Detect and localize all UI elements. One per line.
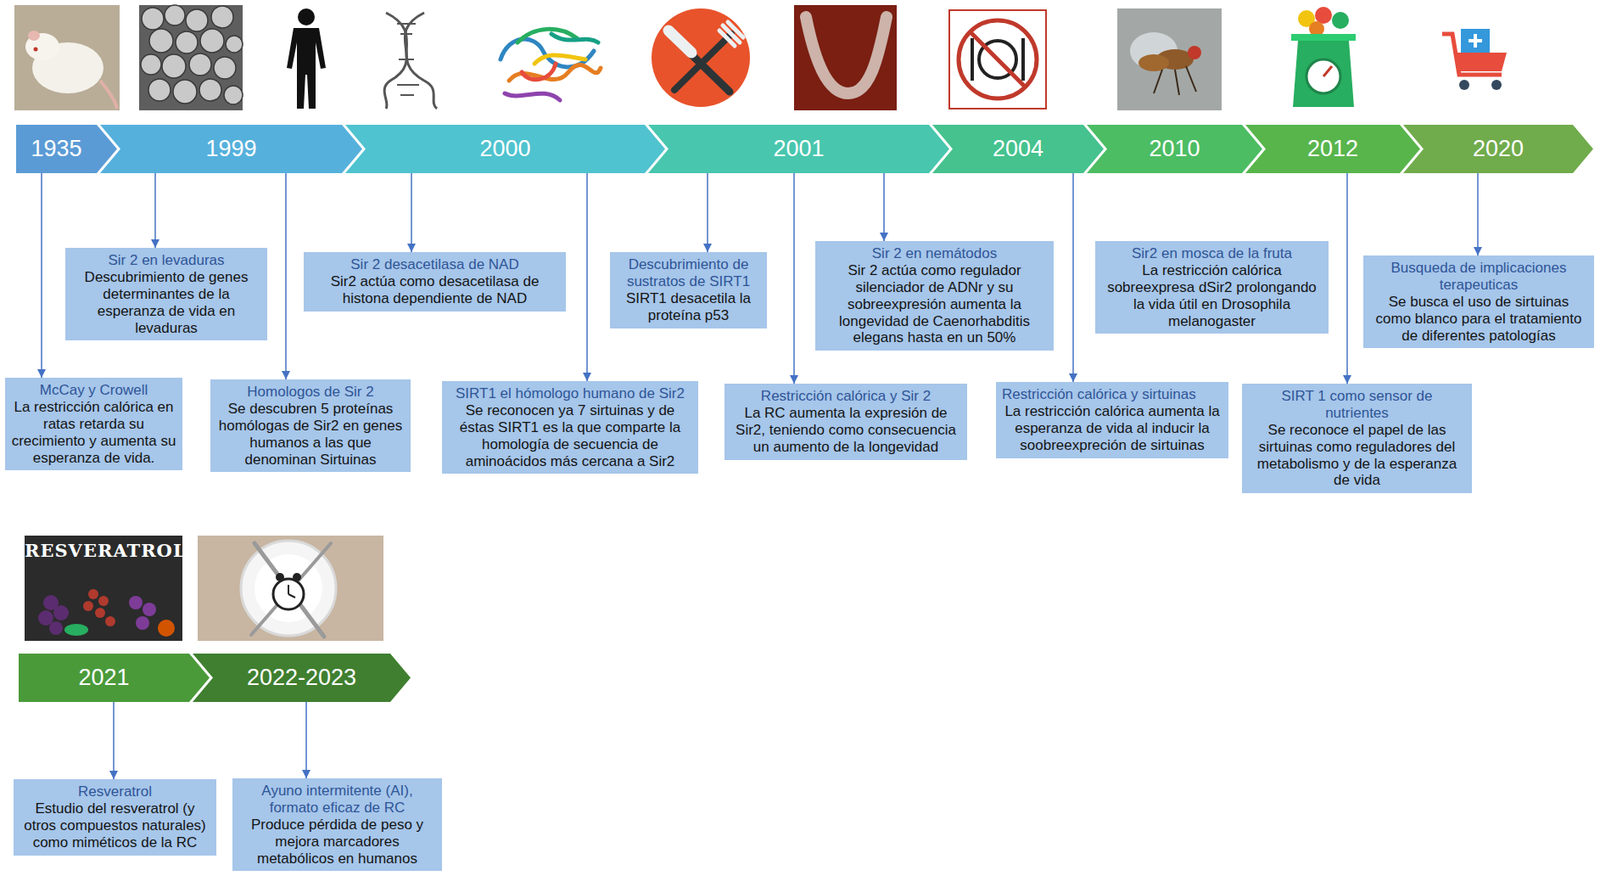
event-text: Se busca el uso de sirtuinas como blanco… — [1369, 293, 1589, 345]
event-text: Descubrimiento de genes determinantes de… — [71, 268, 262, 337]
year-label: 2012 — [1307, 135, 1359, 163]
year-band: 2012 — [1245, 124, 1421, 174]
chevron-fill — [1086, 124, 1263, 174]
year-band: 2001 — [648, 124, 950, 174]
cart-icon — [1442, 28, 1507, 90]
event-text: SIRT1 desacetila la proteína p53 — [615, 290, 761, 325]
year-band: 2021 — [18, 653, 210, 702]
event-heading: Ayuno intermitente (AI), formato eficaz … — [238, 782, 437, 817]
leader-arrow — [1346, 173, 1349, 384]
event-heading: Busqueda de implicaciones terapeuticas — [1369, 259, 1589, 294]
year-band: 2010 — [1086, 124, 1263, 174]
year-label: 2020 — [1472, 135, 1524, 163]
leader-arrow — [305, 701, 308, 778]
event-text: Se reconocen ya 7 sirtuinas y de éstas S… — [447, 402, 693, 470]
event-text: Sir 2 actúa como regulador silenciador d… — [821, 262, 1048, 347]
event-text: Se reconoce el papel de las sirtuinas co… — [1247, 421, 1466, 490]
chevron-fill — [18, 653, 210, 702]
event-box: Sir2 en mosca de la frutaLa restricción … — [1095, 240, 1329, 334]
event-heading: Descubrimiento de sustratos de SIRT1 — [615, 256, 761, 291]
year-label: 2022-2023 — [246, 664, 357, 691]
leader-arrow — [112, 701, 115, 779]
leader-arrow — [1072, 173, 1075, 382]
event-text: La restricción calórica en ratas retarda… — [11, 398, 177, 467]
event-box: Sir 2 en nemátodosSir 2 actúa como regul… — [815, 240, 1054, 351]
event-box: Ayuno intermitente (AI), formato eficaz … — [232, 777, 442, 871]
leader-arrow — [40, 173, 43, 378]
year-label: 1999 — [205, 135, 257, 163]
fruit-fly-photo — [1117, 8, 1222, 111]
event-text: Sir2 actúa como desacetilasa de histona … — [309, 273, 560, 308]
event-text: Estudio del resveratrol (y otros compues… — [19, 800, 211, 851]
year-band: 1999 — [100, 124, 363, 174]
year-label: 2001 — [772, 135, 824, 163]
year-label: 2004 — [992, 135, 1044, 163]
event-box: Homologos de Sir 2Se descubren 5 proteín… — [210, 379, 411, 472]
leader-arrow — [586, 173, 588, 381]
event-box: Sir 2 desacetilasa de NADSir2 actúa como… — [303, 251, 566, 312]
resveratrol-photo — [24, 535, 183, 641]
leader-arrow — [1476, 173, 1479, 256]
event-box: Restricción calórica y Sir 2La RC aument… — [724, 383, 968, 460]
chevron-fill — [100, 124, 363, 174]
event-box: ResveratrolEstudio del resveratrol (y ot… — [13, 778, 217, 856]
year-label: 1935 — [30, 135, 82, 163]
year-band: 2004 — [932, 124, 1104, 174]
event-box: SIRT1 el hómologo humano de Sir2Se recon… — [441, 380, 699, 474]
chevron-fill — [345, 124, 666, 174]
event-heading: McCay y Crowell — [11, 381, 177, 399]
event-text: Produce pérdida de peso y mejora marcado… — [238, 816, 437, 868]
event-box: Busqueda de implicaciones terapeuticasSe… — [1363, 255, 1595, 348]
human-silhouette — [286, 8, 326, 109]
leader-arrow — [793, 173, 795, 384]
plate-clock-photo — [197, 535, 384, 641]
year-label: 2000 — [479, 135, 531, 163]
event-heading: Homologos de Sir 2 — [216, 383, 405, 401]
event-heading: SIRT1 el hómologo humano de Sir2 — [447, 385, 693, 403]
chevron-fill — [1245, 124, 1421, 174]
chevron-fill — [932, 124, 1104, 174]
event-heading: Restricción calórica y sirtuinas — [1001, 386, 1223, 403]
year-band: 2022-2023 — [192, 653, 411, 702]
dna-icon — [384, 12, 437, 109]
leader-arrow — [706, 173, 709, 252]
event-box: SIRT 1 como sensor de nutrientesSe recon… — [1241, 383, 1472, 493]
fork-knife-icon — [651, 8, 750, 107]
no-food-icon — [949, 10, 1047, 109]
event-text: La restricción calórica sobreexpresa dSi… — [1101, 262, 1323, 331]
event-heading: Restricción calórica y Sir 2 — [730, 387, 962, 405]
year-label: 2010 — [1148, 135, 1200, 163]
image-label: RESVERATROL — [24, 539, 183, 561]
leader-arrow — [883, 173, 885, 241]
leader-arrow — [285, 173, 287, 380]
year-band: 1935 — [16, 124, 118, 174]
event-text: La restricción calórica aumenta la esper… — [1001, 402, 1223, 454]
leader-arrow — [410, 173, 413, 252]
chevron-fill — [1403, 124, 1594, 174]
event-heading: Resveratrol — [19, 783, 211, 800]
event-box: McCay y CrowellLa restricción calórica e… — [5, 377, 183, 470]
nematode-photo — [794, 5, 897, 111]
event-box: Sir 2 en levadurasDescubrimiento de gene… — [65, 247, 268, 341]
event-heading: Sir2 en mosca de la fruta — [1101, 245, 1323, 263]
event-box: Restricción calórica y sirtuinasLa restr… — [995, 381, 1229, 459]
event-heading: Sir 2 en levaduras — [71, 251, 262, 269]
chevron-fill — [192, 653, 411, 702]
year-label: 2021 — [78, 664, 129, 691]
protein-structure — [500, 28, 601, 101]
event-text: La RC aumenta la expresión de Sir2, teni… — [730, 404, 962, 456]
event-box: Descubrimiento de sustratos de SIRT1SIRT… — [609, 251, 767, 329]
event-heading: Sir 2 en nemátodos — [821, 245, 1048, 263]
scale-fruit-icon — [1291, 6, 1356, 107]
event-heading: SIRT 1 como sensor de nutrientes — [1247, 387, 1466, 422]
yeast-micrograph — [139, 5, 243, 111]
chevron-fill — [648, 124, 950, 174]
leader-arrow — [154, 173, 157, 248]
chevron-fill — [16, 124, 118, 174]
rat-photo — [14, 5, 120, 111]
year-band: 2000 — [345, 124, 666, 174]
event-text: Se descubren 5 proteínas homólogas de Si… — [216, 400, 405, 469]
year-band: 2020 — [1403, 124, 1594, 174]
event-heading: Sir 2 desacetilasa de NAD — [309, 256, 560, 274]
